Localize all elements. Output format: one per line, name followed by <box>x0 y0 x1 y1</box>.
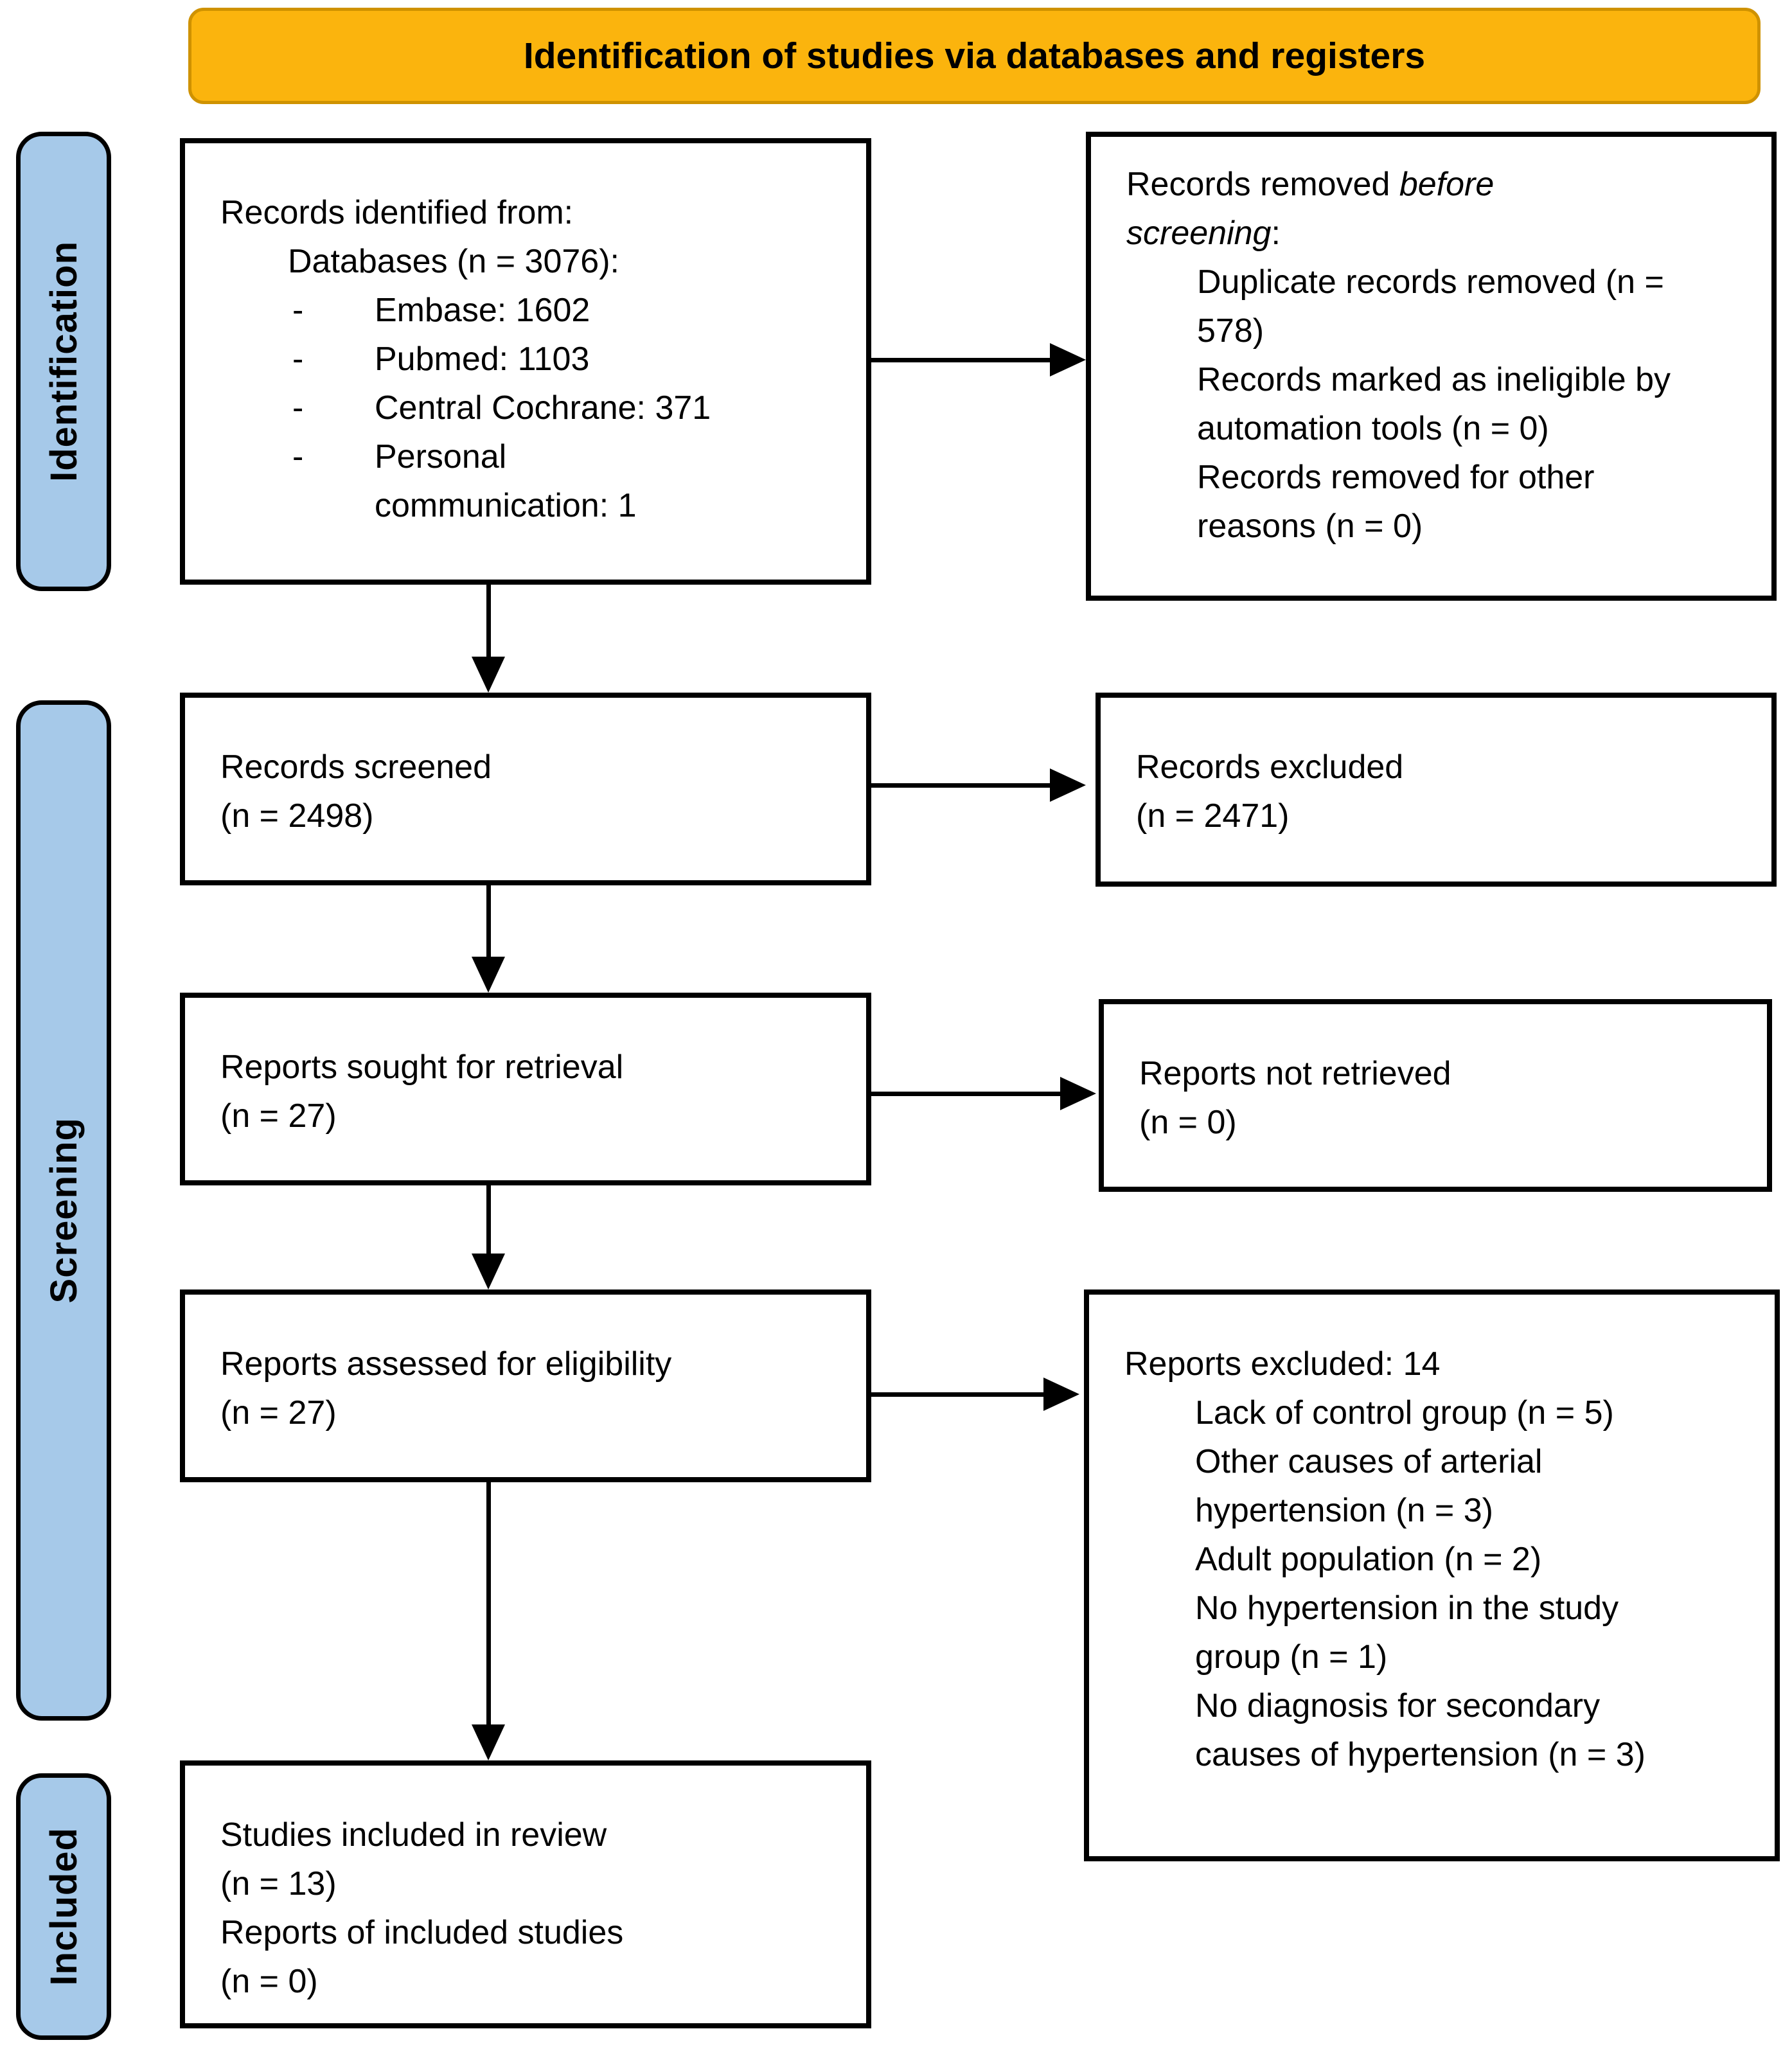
records-removed-title-italic: before screening <box>1126 166 1495 252</box>
arrow-assessed-to-excluded <box>871 1378 1079 1411</box>
records-screened-line2: (n = 2498) <box>220 797 374 835</box>
list-item: - Pubmed: 1103 <box>292 335 834 384</box>
bullet-dash: - <box>292 389 304 427</box>
stage-label-identification-text: Identification <box>42 241 85 482</box>
arrow-identified-to-screened <box>472 585 505 693</box>
arrowhead-right-icon <box>1043 1378 1079 1411</box>
reports-assessed-line1: Reports assessed for eligibility <box>220 1345 672 1383</box>
list-item: - Embase: 1602 <box>292 286 834 335</box>
box-records-removed-before-screening: Records removed before screening: Duplic… <box>1086 132 1777 601</box>
list-item: Other causes of arterial hypertension (n… <box>1195 1443 1543 1529</box>
arrow-shaft <box>871 1392 1046 1397</box>
arrowhead-down-icon <box>472 1254 505 1289</box>
reports-not-retrieved-line2: (n = 0) <box>1139 1104 1237 1141</box>
bullet-text: Central Cochrane: 371 <box>375 389 711 427</box>
studies-included-line1: Studies included in review <box>220 1816 607 1854</box>
studies-included-line2: (n = 13) <box>220 1865 337 1902</box>
records-screened-line1: Records screened <box>220 749 492 786</box>
arrow-sought-to-not-retrieved <box>871 1077 1096 1110</box>
bullet-dash: - <box>292 292 304 329</box>
box-reports-assessed: Reports assessed for eligibility (n = 27… <box>180 1289 871 1482</box>
arrow-screened-to-excluded <box>871 768 1086 802</box>
bullet-dash: - <box>292 438 304 475</box>
bullet-text: Pubmed: 1103 <box>375 341 590 378</box>
arrow-shaft <box>871 783 1052 788</box>
box-reports-excluded: Reports excluded: 14 Lack of control gro… <box>1084 1289 1780 1861</box>
box-records-screened: Records screened (n = 2498) <box>180 693 871 885</box>
banner-title: Identification of studies via databases … <box>188 8 1761 104</box>
list-item: - Personal communication: 1 <box>292 432 834 530</box>
reports-assessed-line2: (n = 27) <box>220 1394 337 1431</box>
arrowhead-right-icon <box>1050 768 1086 802</box>
studies-included-line3: Reports of included studies <box>220 1914 624 1951</box>
records-identified-title: Records identified from: <box>220 194 574 231</box>
reports-sought-line1: Reports sought for retrieval <box>220 1049 624 1086</box>
arrow-identified-to-removed <box>871 343 1086 377</box>
bullet-dash: - <box>292 341 304 378</box>
list-item: No hypertension in the study group (n = … <box>1195 1590 1619 1676</box>
studies-included-line4: (n = 0) <box>220 1963 318 2000</box>
box-reports-not-retrieved: Reports not retrieved (n = 0) <box>1099 999 1772 1192</box>
list-item: Records marked as ineligible by automati… <box>1197 361 1671 447</box>
records-removed-title: Records removed before screening: <box>1126 166 1495 252</box>
stage-label-screening-text: Screening <box>42 1117 85 1304</box>
arrow-shaft <box>871 1092 1063 1096</box>
records-identified-subtitle: Databases (n = 3076): <box>288 243 619 280</box>
arrow-sought-to-assessed <box>472 1185 505 1289</box>
reports-sought-line2: (n = 27) <box>220 1097 337 1135</box>
arrow-shaft <box>486 1482 491 1727</box>
box-studies-included: Studies included in review (n = 13) Repo… <box>180 1760 871 2028</box>
arrowhead-right-icon <box>1060 1077 1096 1110</box>
box-records-excluded: Records excluded (n = 2471) <box>1096 693 1777 887</box>
bullet-text: Embase: 1602 <box>375 292 590 329</box>
stage-label-screening: Screening <box>16 700 111 1721</box>
arrowhead-down-icon <box>472 1724 505 1760</box>
reports-excluded-title: Reports excluded: 14 <box>1124 1345 1441 1383</box>
list-item: Duplicate records removed (n = 578) <box>1197 263 1664 350</box>
records-excluded-line1: Records excluded <box>1136 749 1404 786</box>
list-item: No diagnosis for secondary causes of hyp… <box>1195 1687 1646 1773</box>
stage-label-included: Included <box>16 1773 111 2040</box>
banner-title-text: Identification of studies via databases … <box>523 35 1426 76</box>
arrowhead-down-icon <box>472 657 505 693</box>
list-item: - Central Cochrane: 371 <box>292 384 834 432</box>
list-item: Lack of control group (n = 5) <box>1195 1394 1614 1431</box>
stage-label-included-text: Included <box>42 1827 85 1986</box>
box-records-identified: Records identified from: Databases (n = … <box>180 138 871 585</box>
arrowhead-right-icon <box>1050 343 1086 377</box>
arrow-shaft <box>871 358 1052 362</box>
records-excluded-line2: (n = 2471) <box>1136 797 1290 835</box>
arrow-shaft <box>486 1185 491 1256</box>
stage-label-identification: Identification <box>16 132 111 591</box>
arrowhead-down-icon <box>472 957 505 993</box>
box-reports-sought: Reports sought for retrieval (n = 27) <box>180 993 871 1185</box>
reports-not-retrieved-line1: Reports not retrieved <box>1139 1055 1451 1092</box>
bullet-text: Personal communication: 1 <box>375 438 637 524</box>
arrow-assessed-to-included <box>472 1482 505 1760</box>
list-item: Records removed for other reasons (n = 0… <box>1197 459 1595 545</box>
arrow-screened-to-sought <box>472 885 505 993</box>
list-item: Adult population (n = 2) <box>1195 1541 1542 1578</box>
arrow-shaft <box>486 885 491 959</box>
arrow-shaft <box>486 585 491 659</box>
